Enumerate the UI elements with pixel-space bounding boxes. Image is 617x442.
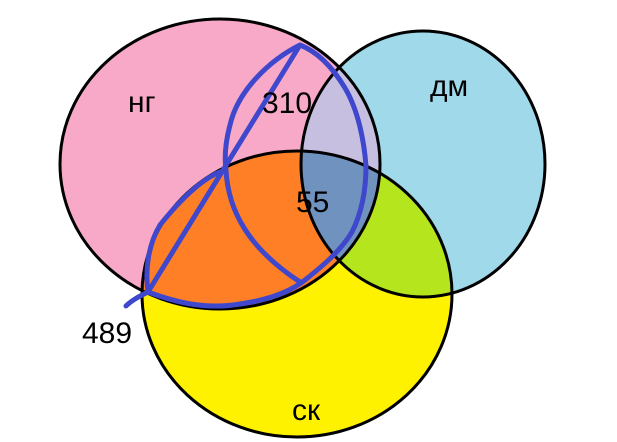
set-dm-label: дм — [430, 70, 468, 103]
set-ng-label: нг — [128, 86, 156, 119]
set-sk-label: ск — [292, 394, 321, 427]
region-ng-dm-sk-value: 55 — [296, 186, 329, 219]
region-ng-dm-value: 310 — [262, 87, 312, 120]
region-dm-sk — [301, 151, 452, 297]
annotation-value: 489 — [82, 317, 132, 350]
set-ng-outline — [58, 17, 382, 311]
annotation-outline — [123, 42, 369, 309]
set-dm-outline — [299, 29, 547, 299]
